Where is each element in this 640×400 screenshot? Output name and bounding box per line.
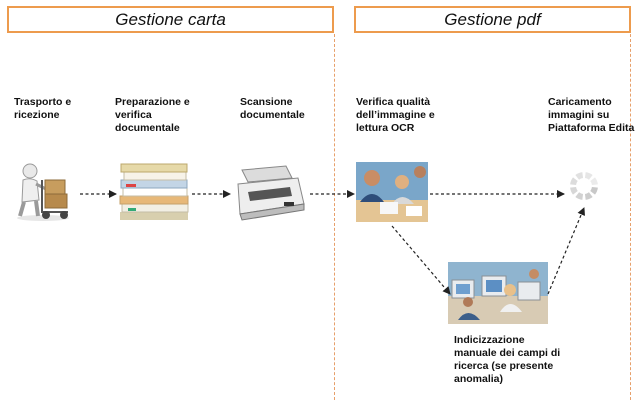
right-edge-divider — [630, 34, 631, 400]
loading-spinner-icon — [570, 172, 598, 200]
step-label-ocr-check: Verifica qualità dell’immagine e lettura… — [356, 96, 435, 134]
step-label-indexing: Indicizzazione manuale dei campi di rice… — [454, 334, 561, 385]
step-label-scanning: Scansione documentale — [240, 96, 305, 121]
phase-header-paper-label: Gestione carta — [115, 9, 226, 29]
spinner-segment — [590, 177, 598, 186]
spinner-segment — [584, 192, 593, 200]
phase-header-pdf-label: Gestione pdf — [444, 9, 541, 29]
step-label-transport: Trasporto e ricezione — [14, 96, 72, 121]
spinner-segment — [570, 186, 578, 195]
phase-header-paper: Gestione carta — [7, 6, 334, 33]
spinner-segment — [590, 186, 598, 195]
phase-divider — [334, 34, 335, 400]
phase-header-pdf: Gestione pdf — [354, 6, 631, 33]
spinner-segment — [570, 177, 578, 186]
spinner-segment — [575, 172, 584, 180]
step-label-preparation: Preparazione e verifica documentale — [115, 96, 190, 134]
computer-room-photo — [448, 262, 548, 324]
arrow-indexing-to-upload — [547, 207, 585, 295]
arrow-ocr-to-indexing — [391, 225, 451, 295]
scanner-icon — [237, 165, 305, 221]
document-stack-icon — [119, 163, 189, 220]
spinner-segment — [575, 192, 584, 200]
delivery-person-icon — [17, 163, 69, 221]
spinner-segment — [584, 172, 593, 180]
step-label-upload: Caricamento immagini su Piattaforma Edit… — [548, 96, 635, 134]
office-workers-photo — [356, 162, 428, 222]
